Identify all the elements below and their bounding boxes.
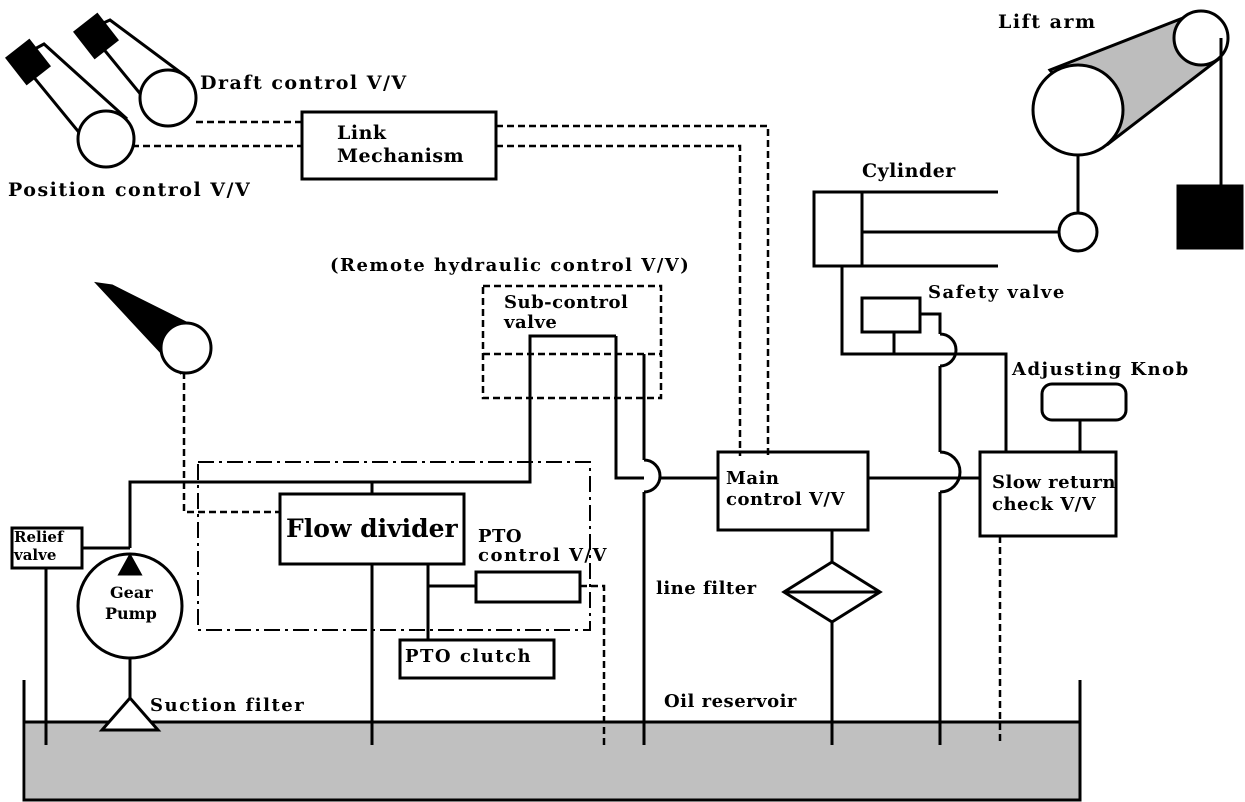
suction-filter — [98, 695, 162, 732]
adjusting-knob — [1040, 382, 1128, 422]
slow-return-check-valve-box — [978, 450, 1118, 538]
sub-control-label-line2: valve — [504, 312, 558, 333]
position-control-label: Position control V/V — [8, 179, 252, 201]
pto-control-label-line2: control V/V — [478, 545, 608, 566]
pto-control-valve-box — [474, 570, 582, 604]
cylinder — [812, 190, 1058, 268]
sub-control-label-line1: Sub-control — [504, 292, 629, 313]
main-control-valve-box — [716, 450, 870, 532]
flow-divider-group-outline — [197, 461, 591, 631]
draft-control-label: Draft control V/V — [200, 72, 408, 94]
relief-valve-label-line1: Relief — [14, 528, 64, 546]
gear-pump-label-line2: Pump — [105, 604, 157, 623]
draft-control-valve — [73, 12, 198, 128]
remote-lever — [94, 281, 213, 375]
flow-divider-label: Flow divider — [286, 514, 458, 543]
lift-arm-label: Lift arm — [998, 11, 1097, 33]
lift-weight — [1176, 184, 1244, 250]
slow-return-label-line2: check V/V — [992, 494, 1097, 515]
lift-arm — [1031, 9, 1244, 253]
pto-control-label-line1: PTO — [478, 526, 523, 547]
safety-valve-box — [860, 296, 922, 334]
link-mechanism-label-line2: Mechanism — [337, 145, 465, 167]
oil-reservoir-fluid — [26, 722, 1080, 800]
oil-reservoir-label: Oil reservoir — [664, 691, 797, 712]
position-control-valve — [5, 38, 136, 169]
link-mechanism-label-line1: Link — [337, 122, 387, 144]
gear-pump-label-line1: Gear — [110, 583, 153, 602]
main-control-label-line2: control V/V — [726, 489, 845, 510]
cylinder-label: Cylinder — [862, 160, 956, 182]
pto-clutch-label: PTO clutch — [405, 646, 533, 667]
safety-valve-label: Safety valve — [928, 282, 1066, 303]
remote-hydraulic-label: (Remote hydraulic control V/V) — [330, 255, 691, 276]
pto-clutch-box — [398, 638, 556, 680]
gear-pump — [76, 552, 184, 732]
slow-return-label-line1: Slow return — [992, 472, 1117, 493]
relief-valve-label-line2: valve — [14, 546, 57, 564]
main-control-label-line1: Main — [726, 468, 780, 489]
line-filter-label: line filter — [656, 578, 757, 599]
suction-filter-label: Suction filter — [150, 695, 306, 716]
oil-reservoir-tank — [22, 680, 1082, 802]
adjusting-knob-label: Adjusting Knob — [1012, 359, 1190, 380]
